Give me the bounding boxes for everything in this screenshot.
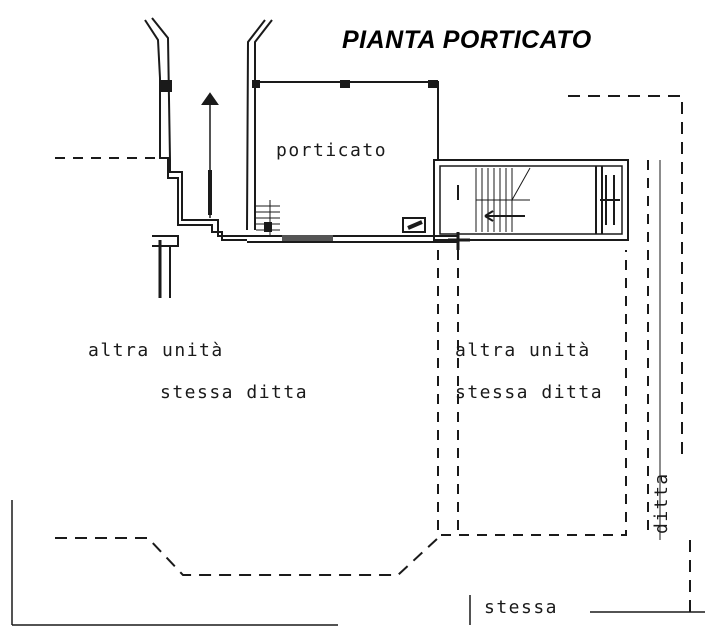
flue-right <box>246 19 266 231</box>
flue-left <box>144 19 161 79</box>
post-1 <box>252 80 260 88</box>
flue-left-inner <box>151 17 171 161</box>
page-title: PIANTA PORTICATO <box>342 26 592 54</box>
label-porticato: porticato <box>276 140 388 161</box>
label-left-unit-line2: stessa ditta <box>160 382 309 403</box>
stair-arrow <box>484 210 525 222</box>
left-junction <box>152 235 179 247</box>
label-side-ditta: ditta <box>651 472 672 534</box>
porch-appliance-fill <box>407 220 423 230</box>
stair-room-inner <box>439 165 623 235</box>
post-5 <box>264 222 272 232</box>
label-bottom-stessa: stessa <box>484 597 559 618</box>
stair-room <box>433 159 629 241</box>
post-2 <box>340 80 350 88</box>
flue-right-inner <box>254 19 273 230</box>
post-3 <box>428 80 438 88</box>
up-arrow-head <box>201 92 219 105</box>
left-wall <box>159 78 247 241</box>
label-right-unit-line1: altra unità <box>455 340 591 361</box>
post-4 <box>160 80 172 92</box>
porch-appliance <box>402 217 426 233</box>
left-wall-inner <box>169 160 247 237</box>
window-marks <box>600 175 620 225</box>
junction-mark <box>448 232 470 250</box>
label-right-unit-line2: stessa ditta <box>455 382 604 403</box>
dashed-bottom <box>55 537 439 576</box>
dashed-right-unit <box>437 250 627 536</box>
stairs <box>475 167 531 232</box>
label-left-unit-line1: altra unità <box>88 340 224 361</box>
